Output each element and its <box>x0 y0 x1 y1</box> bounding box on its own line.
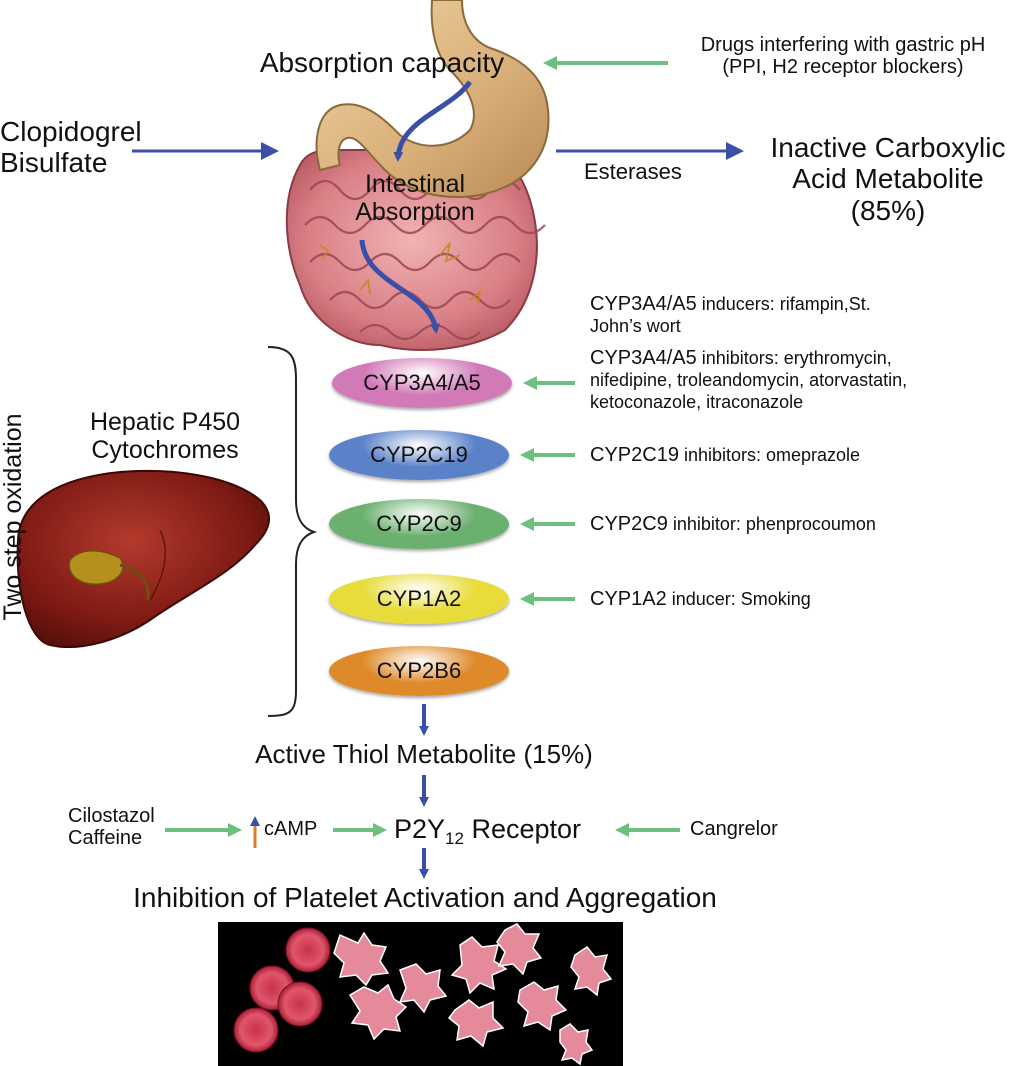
cyp3a4-inducers-text: CYP3A4/A5 inducers: rifampin,St. John’s … <box>590 292 871 338</box>
enzyme-cyp2c19: CYP2C19 <box>329 430 509 480</box>
enzyme-cyp2b6: CYP2B6 <box>329 646 509 696</box>
cyp2c19-list: inhibitors: omeprazole <box>678 445 861 465</box>
cyp1a2-list: inducer: Smoking <box>666 589 811 609</box>
gastric-ph-drugs-line1: Drugs interfering with gastric pH <box>700 34 986 56</box>
camp-label: cAMP <box>264 818 318 840</box>
cyp2c19-inhibitors-text: CYP2C19 inhibitors: omeprazole <box>590 443 860 467</box>
cyp3a4-inducers-key: CYP3A4/A5 <box>590 293 697 315</box>
p2y-prefix: P2Y <box>394 814 446 844</box>
hepatic-line2: Cytochromes <box>91 436 239 464</box>
intestinal-line1: Intestinal <box>364 170 466 198</box>
gastric-ph-drugs-line2: (PPI, H2 receptor blockers) <box>722 56 964 79</box>
cangrelor-label: Cangrelor <box>690 818 778 840</box>
enzyme-cyp1a2: CYP1A2 <box>329 574 509 624</box>
cilostazol-text: Cilostazol <box>68 805 155 827</box>
inactive-line3: (85%) <box>850 194 926 226</box>
cilostazol-caffeine-label: Cilostazol Caffeine <box>68 805 155 850</box>
caffeine-text: Caffeine <box>68 827 143 850</box>
active-thiol-metabolite-label: Active Thiol Metabolite (15%) <box>255 739 593 769</box>
inactive-line2: Acid Metabolite <box>792 163 984 195</box>
stomach-illustration <box>315 0 550 198</box>
cyp3a4-inhibitors-key: CYP3A4/A5 <box>590 347 697 369</box>
intestine-illustration <box>285 148 546 351</box>
cyp2c9-key: CYP2C9 <box>590 513 668 535</box>
hepatic-p450-label: Hepatic P450 Cytochromes <box>60 408 270 464</box>
cyp2c19-key: CYP2C19 <box>590 444 679 466</box>
inhibition-label: Inhibition of Platelet Activation and Ag… <box>133 882 717 913</box>
enzyme-modulator-arrows <box>520 376 575 606</box>
cyp1a2-inducer-text: CYP1A2 inducer: Smoking <box>590 587 811 611</box>
cyp3a4-inhibitors-text: CYP3A4/A5 inhibitors: erythromycin, nife… <box>590 346 907 413</box>
enzyme-cyp3a4-a5: CYP3A4/A5 <box>332 358 512 408</box>
enzyme-cyp2c19-label: CYP2C19 <box>370 442 468 467</box>
esterases-label: Esterases <box>584 159 682 184</box>
clopidogrel-line2: Bisulfate <box>0 147 108 179</box>
cyp3a4-inhibitors-list: inhibitors: erythromycin, <box>696 348 892 368</box>
hepatic-line1: Hepatic P450 <box>89 408 241 436</box>
cyp3a4-inhibitors-list-2: nifedipine, troleandomycin, atorvastatin… <box>590 370 908 390</box>
intestine-to-liver-arrow <box>359 239 441 334</box>
intestinal-line2: Absorption <box>355 198 475 226</box>
p2y12-receptor-label: P2Y12 Receptor <box>394 814 581 848</box>
intestinal-absorption-label: Intestinal Absorption <box>330 170 500 226</box>
p2y-suffix: Receptor <box>463 814 582 844</box>
enzyme-cyp2b6-label: CYP2B6 <box>376 658 462 683</box>
p2y-subscript: 12 <box>445 829 464 848</box>
inactive-line1: Inactive Carboxylic <box>770 132 1006 163</box>
cyp3a4-inducers-list-2: John’s wort <box>590 316 681 336</box>
clopidogrel-line1: Clopidogrel <box>0 116 142 147</box>
cytochrome-brace <box>267 346 318 717</box>
enzyme-cyp1a2-label: CYP1A2 <box>376 586 462 611</box>
stomach-to-intestine-arrow <box>393 80 473 162</box>
enzyme-cyp2c9-label: CYP2C9 <box>376 511 462 536</box>
absorption-capacity-label: Absorption capacity <box>259 47 505 78</box>
enzyme-cyp2c9: CYP2C9 <box>329 499 509 549</box>
cyp1a2-key: CYP1A2 <box>590 588 667 610</box>
gastric-ph-drugs-label: Drugs interfering with gastric pH (PPI, … <box>668 34 1018 79</box>
clopidogrel-label: Clopidogrel Bisulfate <box>0 116 142 179</box>
cyp2c9-list: inhibitor: phenprocoumon <box>667 514 876 534</box>
liver-illustration <box>16 469 270 648</box>
inactive-metabolite-label: Inactive Carboxylic Acid Metabolite (85%… <box>752 132 1024 226</box>
cyp2c9-inhibitor-text: CYP2C9 inhibitor: phenprocoumon <box>590 512 876 536</box>
two-step-oxidation-label: Two step oxidation <box>0 413 27 621</box>
enzyme-cyp3a4-a5-label: CYP3A4/A5 <box>363 370 481 395</box>
cyp3a4-inducers-list: inducers: rifampin,St. <box>696 294 871 314</box>
cyp3a4-inhibitors-list-3: ketoconazole, itraconazole <box>590 391 804 412</box>
platelet-micrograph <box>218 922 623 1066</box>
